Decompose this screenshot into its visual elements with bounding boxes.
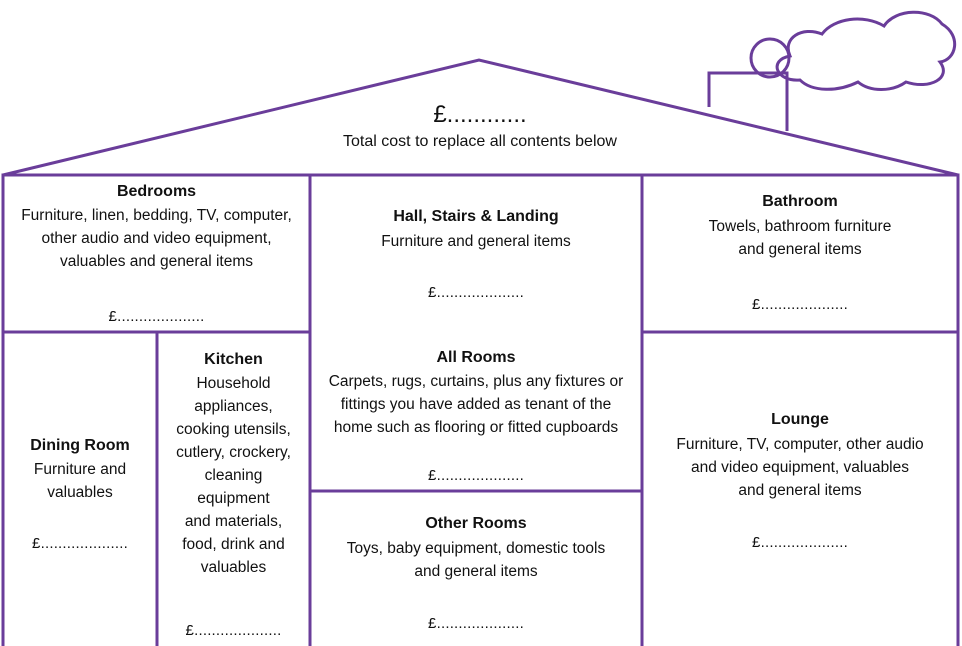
bedrooms-title: Bedrooms: [116, 183, 197, 200]
all-rooms-line: home such as flooring or fitted cupboard…: [333, 419, 619, 436]
all-rooms-desc: Carpets, rugs, curtains, plus any fixtur…: [312, 370, 640, 439]
lounge-line: and video equipment, valuables: [690, 459, 909, 476]
kitchen-desc: Household appliances, cooking utensils, …: [159, 372, 308, 579]
kitchen-amount-field: £....................: [185, 622, 282, 639]
kitchen-title: Kitchen: [204, 351, 263, 368]
lounge-line: and general items: [738, 482, 862, 499]
kitchen-line: and materials,: [184, 513, 283, 530]
dining-line: valuables: [47, 484, 113, 501]
kitchen-line: cutlery, crockery,: [176, 444, 291, 461]
dining-line: Furniture and: [33, 461, 127, 478]
bedrooms-desc: Furniture, linen, bedding, TV, computer,…: [5, 204, 308, 273]
all-rooms-line: Carpets, rugs, curtains, plus any fixtur…: [328, 373, 624, 390]
all-rooms-amount-field: £....................: [428, 467, 524, 484]
bathroom-line: Towels, bathroom furniture: [708, 218, 892, 235]
all-rooms-line: fittings you have added as tenant of the: [340, 396, 612, 413]
dining-amount-field: £....................: [32, 535, 128, 552]
roof-total-amount: £............: [433, 101, 527, 128]
kitchen-line: equipment: [197, 490, 270, 507]
bathroom-desc: Towels, bathroom furniture and general i…: [644, 215, 956, 261]
hall-desc: Furniture and general items: [381, 233, 571, 250]
bedrooms-line: other audio and video equipment,: [41, 230, 272, 247]
roof: [2, 58, 959, 177]
dining-desc: Furniture and valuables: [5, 458, 155, 504]
other-rooms-title: Other Rooms: [425, 515, 527, 532]
house-frame: [1, 173, 960, 646]
kitchen-line: cooking utensils,: [176, 421, 291, 438]
lounge-line: Furniture, TV, computer, other audio: [676, 436, 924, 453]
bathroom-line: and general items: [738, 241, 862, 258]
smoke-puff: [749, 37, 791, 79]
hall-amount-field: £....................: [428, 284, 524, 301]
lounge-desc: Furniture, TV, computer, other audio and…: [644, 433, 956, 502]
dining-title: Dining Room: [30, 437, 130, 454]
lounge-amount-field: £....................: [752, 534, 848, 551]
other-rooms-line: and general items: [414, 563, 538, 580]
other-rooms-line: Toys, baby equipment, domestic tools: [346, 540, 606, 557]
kitchen-line: appliances,: [194, 398, 273, 415]
bathroom-amount-field: £....................: [752, 296, 848, 313]
bedrooms-line: valuables and general items: [59, 253, 253, 270]
hall-title: Hall, Stairs & Landing: [393, 208, 559, 225]
other-rooms-amount-field: £....................: [428, 615, 524, 632]
smoke-cloud: [775, 10, 957, 91]
bathroom-title: Bathroom: [762, 193, 838, 210]
kitchen-line: food, drink and: [182, 536, 285, 553]
chimney: [707, 71, 789, 131]
other-rooms-desc: Toys, baby equipment, domestic tools and…: [312, 537, 640, 583]
kitchen-line: cleaning: [204, 467, 263, 484]
bedrooms-amount-field: £....................: [108, 308, 205, 325]
roof-caption: Total cost to replace all contents below: [343, 133, 617, 150]
kitchen-line: valuables: [200, 559, 267, 576]
kitchen-line: Household: [196, 375, 271, 392]
bedrooms-line: Furniture, linen, bedding, TV, computer,: [21, 207, 292, 224]
all-rooms-title: All Rooms: [436, 349, 516, 366]
lounge-title: Lounge: [771, 411, 829, 428]
